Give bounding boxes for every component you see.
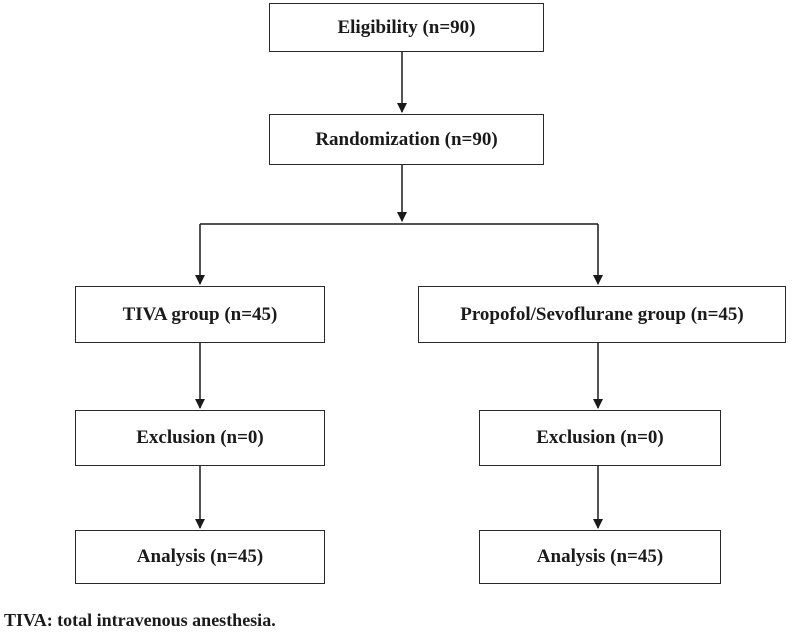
randomization-box: Randomization (n=90)	[269, 114, 544, 165]
eligibility-box: Eligibility (n=90)	[269, 3, 544, 52]
tiva-group-box: TIVA group (n=45)	[75, 286, 325, 343]
footnote: TIVA: total intravenous anesthesia.	[4, 610, 276, 630]
right-analysis-label: Analysis (n=45)	[536, 546, 664, 567]
right-exclusion-label: Exclusion (n=0)	[536, 427, 664, 448]
left-analysis-label: Analysis (n=45)	[136, 546, 264, 567]
propofol-group-box: Propofol/Sevoflurane group (n=45)	[418, 286, 786, 343]
left-analysis-box: Analysis (n=45)	[75, 530, 325, 584]
right-analysis-box: Analysis (n=45)	[479, 530, 721, 584]
left-exclusion-box: Exclusion (n=0)	[75, 410, 325, 466]
right-exclusion-box: Exclusion (n=0)	[479, 410, 721, 466]
tiva-group-label: TIVA group (n=45)	[122, 303, 278, 325]
eligibility-label: Eligibility (n=90)	[337, 16, 476, 38]
randomization-label: Randomization (n=90)	[315, 128, 498, 150]
propofol-group-label: Propofol/Sevoflurane group (n=45)	[460, 303, 744, 325]
left-exclusion-label: Exclusion (n=0)	[136, 427, 264, 448]
